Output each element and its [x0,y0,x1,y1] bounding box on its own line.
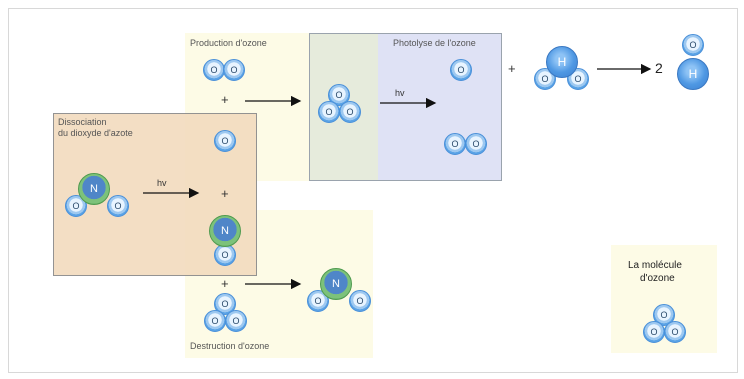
hv-dissociation: hv [157,178,167,188]
oxygen-atom: O [643,321,665,343]
oxygen-atom: O [223,59,245,81]
oxygen-atom: O [307,290,329,312]
plus-production: + [221,92,229,107]
oxygen-atom: O [653,304,675,326]
oxygen-atom: O [107,195,129,217]
photolysis-title: Photolyse de l'ozone [393,38,476,48]
production-title: Production d'ozone [190,38,267,48]
oxygen-atom: O [318,101,340,123]
oxygen-atom: O [328,84,350,106]
oxygen-atom: O [214,244,236,266]
oxygen-atom: O [214,293,236,315]
oxygen-atom: O [65,195,87,217]
hydrogen-atom: H [677,58,709,90]
oxygen-atom: O [682,34,704,56]
molecule-title-line2: d'ozone [640,273,675,284]
oxygen-atom: O [203,59,225,81]
nitrogen-atom: N [78,173,110,205]
photolysis-panel [378,33,502,181]
dissociation-title-line1: Dissociation [58,117,107,127]
oxygen-atom: O [349,290,371,312]
oxygen-atom: O [465,133,487,155]
oxygen-atom: O [339,101,361,123]
dissociation-title-line2: du dioxyde d'azote [58,128,133,138]
hydrogen-atom: H [546,46,578,78]
hv-photolysis: hv [395,88,405,98]
molecule-title-line1: La molécule [628,260,682,271]
plus-hydroxyl: + [508,61,516,76]
plus-dissociation: + [221,186,229,201]
coefficient-two: 2 [655,60,663,76]
oxygen-atom: O [444,133,466,155]
nitrogen-atom: N [209,215,241,247]
oxygen-atom: O [450,59,472,81]
destruction-title: Destruction d'ozone [190,341,270,351]
oxygen-atom: O [204,310,226,332]
nitrogen-atom: N [320,268,352,300]
oxygen-atom: O [225,310,247,332]
plus-destruction: + [221,276,229,291]
oxygen-atom: O [214,130,236,152]
oxygen-atom: O [664,321,686,343]
